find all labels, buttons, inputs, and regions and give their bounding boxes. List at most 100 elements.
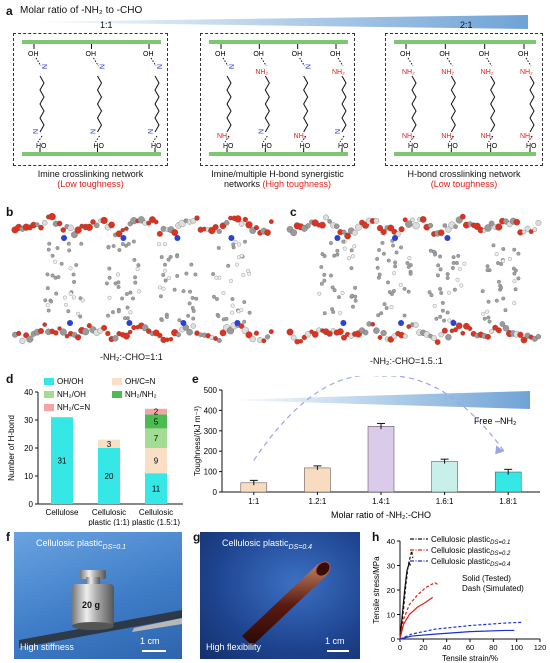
alkyl-atom: [211, 272, 216, 277]
atom: [74, 226, 82, 234]
imine-n-label: N: [33, 129, 40, 134]
top-cellulose-chain: [209, 40, 348, 44]
atom: [57, 326, 62, 331]
hbond-dash: [339, 135, 345, 143]
atom: [234, 215, 242, 223]
alkyl-atom: [322, 272, 327, 277]
atom: [431, 335, 437, 342]
alkyl-atom: [512, 279, 517, 284]
alkyl-atom: [45, 303, 50, 308]
alkyl-atom: [377, 248, 382, 252]
ho-label: HO: [36, 143, 47, 150]
atom: [145, 328, 152, 334]
x-tick-label: 120: [534, 643, 547, 652]
stacked-bar-segment: [51, 417, 73, 504]
ho-label: HO: [447, 143, 458, 150]
atom: [459, 213, 466, 220]
atom: [261, 338, 267, 344]
alkyl-atom: [172, 287, 177, 292]
x-tick-label: Cellulosic: [92, 508, 126, 517]
alkyl-atom: [215, 297, 219, 301]
alkyl-atom: [451, 261, 456, 265]
alkyl-atom: [66, 309, 71, 314]
atom: [105, 330, 111, 337]
x-tick-label: Cellulosic: [139, 508, 173, 517]
atom: [419, 216, 427, 223]
y-tick-label: 30: [24, 416, 33, 425]
alkyl-atom: [352, 244, 357, 249]
y-tick-label: 500: [204, 386, 218, 395]
y-tick-label: 10: [24, 472, 33, 481]
oh-label: OH: [439, 51, 450, 58]
alkyl-atom: [117, 248, 122, 252]
hbond-dash: [448, 135, 454, 143]
x-axis-label: Tensile strain/%: [442, 654, 498, 663]
nh2-label: NH₂: [255, 69, 268, 76]
alkyl-atom: [405, 261, 410, 265]
alkyl-atom: [247, 310, 252, 315]
alkyl-atom: [402, 286, 407, 291]
oh-label: OH: [28, 51, 39, 58]
stacked-bar-segment: [145, 473, 167, 504]
panel-c-label: c: [290, 205, 297, 219]
atom: [513, 218, 521, 226]
y-tick-label: 0: [391, 635, 395, 644]
y-tick-label: 0: [213, 488, 218, 497]
y-tick-label: 100: [204, 468, 218, 477]
alkyl-atom: [322, 311, 327, 316]
alkyl-atom: [72, 279, 77, 284]
oh-label: OH: [479, 51, 490, 58]
atom: [380, 228, 387, 236]
alkyl-atom: [230, 303, 235, 308]
alkyl-atom: [157, 242, 162, 247]
alkyl-atom: [480, 289, 485, 294]
x-tick-label: Cellulose: [46, 508, 79, 517]
legend-swatch: [112, 378, 122, 385]
nitrogen-atom: [444, 235, 451, 241]
alkyl-atom: [46, 308, 51, 313]
atom: [75, 334, 82, 341]
imine-n-label: N: [155, 64, 162, 69]
molar-ratio-title: Molar ratio of -NH₂ to -CHO: [20, 5, 143, 16]
hbond-dash: [260, 57, 267, 67]
alkyl-atom: [212, 294, 216, 299]
alkyl-atom: [481, 311, 486, 316]
ho-label: HO: [408, 143, 419, 150]
rolled-film-illustration: [242, 561, 331, 646]
x-axis-label: Molar ratio of -NH₂:-CHO: [331, 510, 431, 520]
alkyl-atom: [175, 273, 180, 278]
alkyl-atom: [56, 275, 61, 279]
weight-label: 20 g: [82, 600, 101, 610]
alkyl-atom: [447, 318, 452, 323]
alkyl-atom: [342, 246, 347, 251]
alkyl-atom: [384, 306, 389, 311]
atom: [156, 230, 163, 237]
y-tick-label: 200: [204, 447, 218, 456]
atom: [81, 328, 90, 336]
nitrogen-atom: [234, 320, 241, 326]
atom: [373, 327, 380, 334]
alkyl-atom: [45, 272, 50, 277]
nitrogen-atom: [67, 320, 73, 326]
y-axis-label: Number of H-bond: [7, 415, 16, 481]
alkyl-atom: [445, 272, 450, 277]
alkyl-atom: [399, 245, 404, 250]
atom: [304, 331, 312, 338]
atom: [26, 335, 34, 343]
atom: [495, 327, 502, 334]
photo-f-title: Cellulosic plasticDS=0.1: [36, 538, 127, 551]
oh-label: OH: [292, 51, 303, 58]
alkyl-atom: [163, 268, 168, 273]
atom: [521, 229, 527, 235]
atom: [245, 331, 253, 339]
x-tick-label: 1.6:1: [436, 497, 454, 506]
alkyl-atom: [126, 241, 131, 246]
imine-n-label: N: [227, 64, 234, 69]
dash-curve: [399, 581, 439, 640]
atom: [186, 328, 193, 336]
x-tick-label: 1.8:1: [499, 497, 517, 506]
nh2-label: NH₂: [217, 133, 230, 140]
alkyl-atom: [66, 241, 71, 246]
